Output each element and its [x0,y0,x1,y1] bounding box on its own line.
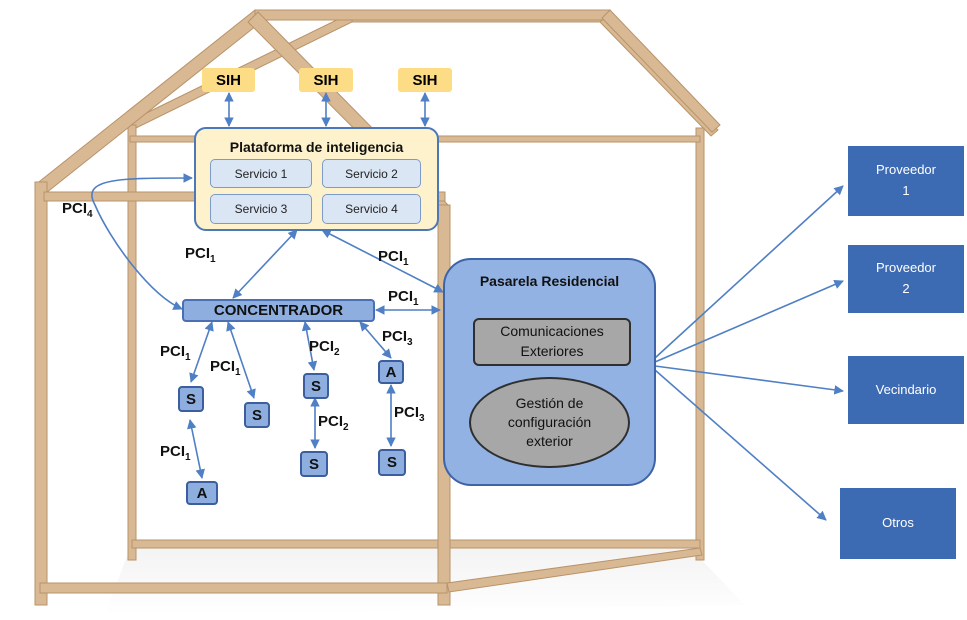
sensor-node: S [378,449,406,476]
pci-label: PCI4 [62,200,93,220]
otros-box: Otros [840,488,956,559]
comunicaciones-exteriores-box: Comunicaciones Exteriores [473,318,631,366]
concentrador-box: CONCENTRADOR [182,299,375,322]
pci-label: PCI1 [210,358,241,378]
service-box: Servicio 2 [322,159,421,188]
arrow-pasarela-vecindario [654,365,844,395]
arrow-pasarela-otros [654,369,827,521]
arrow-s1-a2 [187,419,205,479]
arrow-concentrador-platform [232,229,298,299]
arrow-conc-s2 [226,321,256,399]
pci-label: PCI1 [160,443,191,463]
actuator-node: A [186,481,218,505]
sensor-node: S [178,386,204,412]
arrow-conc-s3 [301,321,318,371]
proveedor-1-box: Proveedor 1 [848,146,964,216]
actuator-node: A [378,360,404,384]
arrow-conc-a1 [359,321,392,359]
sih-box: SIH [299,68,353,92]
sensor-node: S [303,373,329,399]
arrow-conc-s1 [189,321,214,383]
service-box: Servicio 1 [210,159,312,188]
vecindario-box: Vecindario [848,356,964,424]
pci-label: PCI1 [388,288,419,308]
arrow-platform-pasarela [321,229,444,293]
pci-label: PCI2 [309,338,340,358]
arrow-pci4-loop [91,173,193,310]
proveedor-2-box: Proveedor 2 [848,245,964,313]
sensor-node: S [300,451,328,477]
service-box: Servicio 3 [210,194,312,224]
pci-label: PCI3 [394,404,425,424]
pci-label: PCI1 [160,343,191,363]
pci-label: PCI1 [185,245,216,265]
sih-box: SIH [202,68,255,92]
arrow-pasarela-proveedor1 [654,185,844,359]
service-box: Servicio 4 [322,194,421,224]
platform-title: Plataforma de inteligencia [229,139,404,155]
pci-label: PCI1 [378,248,409,268]
gestion-configuracion-ellipse: Gestión de configuración exterior [469,377,630,468]
pci-label: PCI3 [382,328,413,348]
sih-box: SIH [398,68,452,92]
pasarela-title: Pasarela Residencial [479,273,620,289]
arrow-pasarela-proveedor2 [654,280,844,363]
sensor-node: S [244,402,270,428]
pci-label: PCI2 [318,413,349,433]
